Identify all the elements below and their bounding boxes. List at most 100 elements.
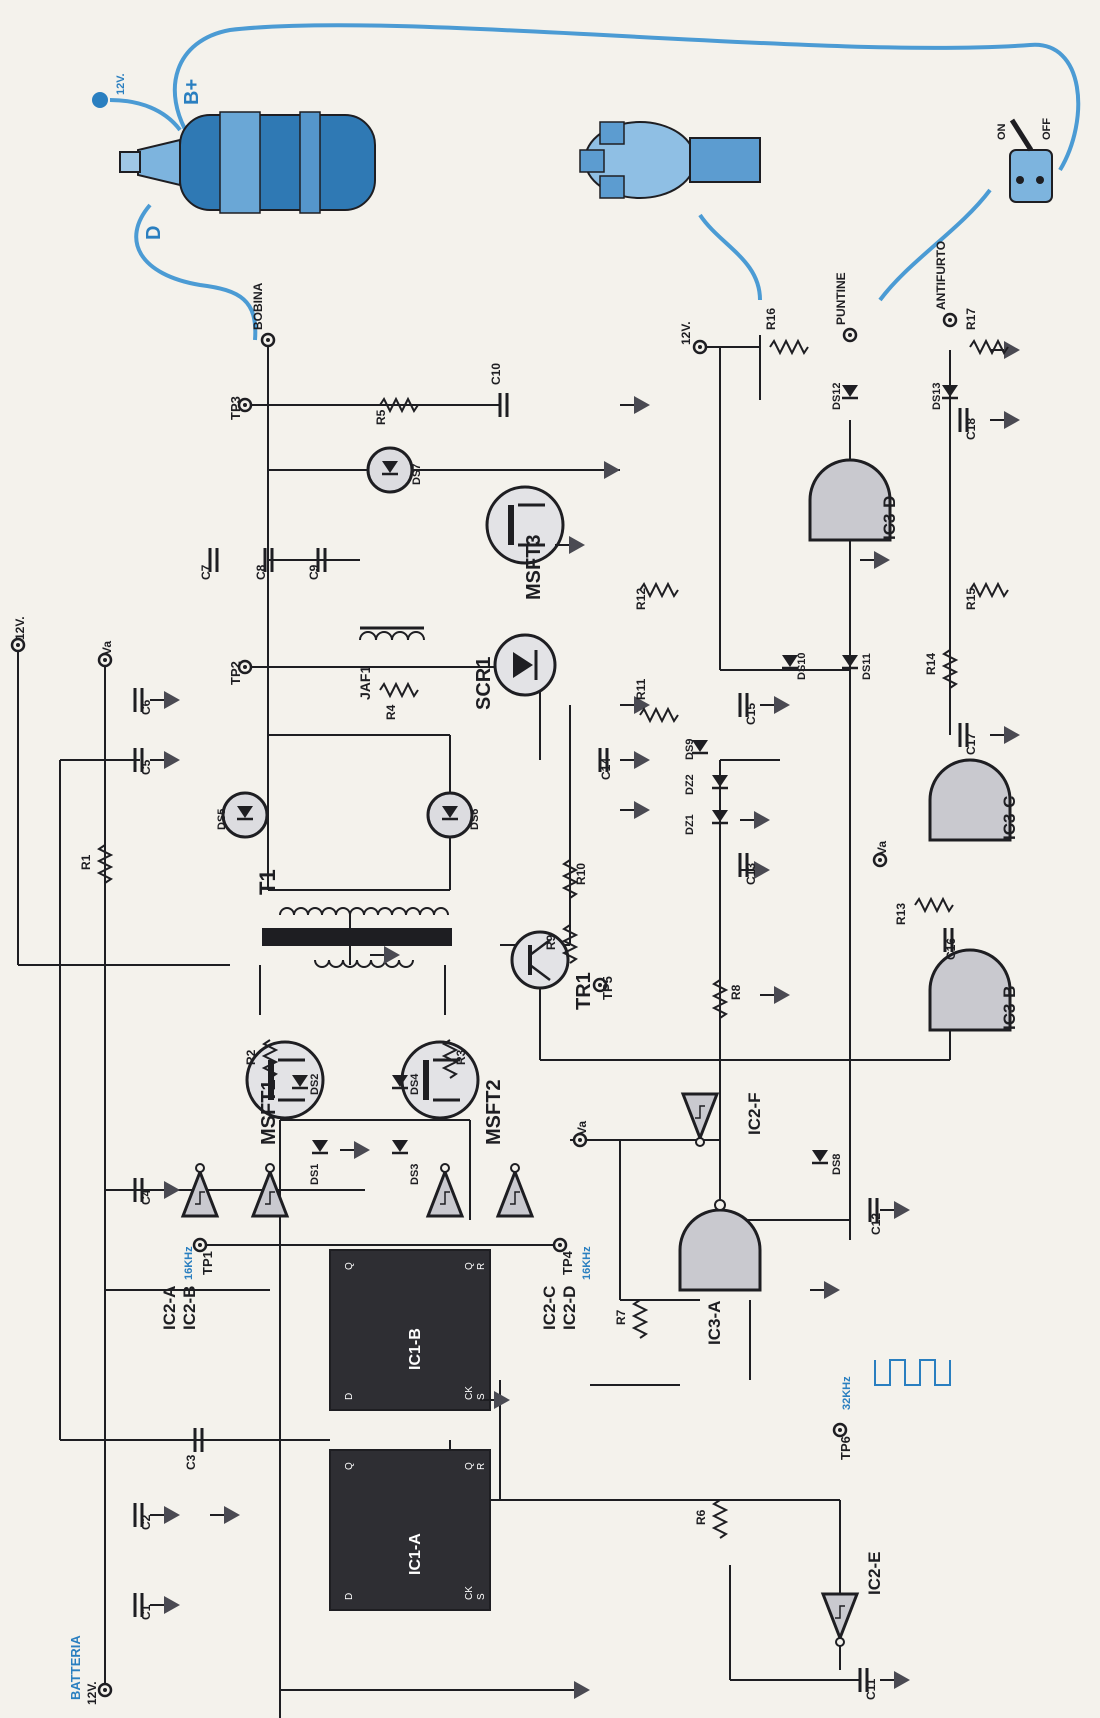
svg-text:CK: CK bbox=[464, 1586, 475, 1600]
plus-12v-terminal-icon bbox=[92, 92, 108, 108]
r1-label: R1 bbox=[79, 854, 93, 870]
ic2e-label: IC2-E bbox=[865, 1552, 884, 1595]
component-labels: T1 SCR1 TR1 JAF1 MSFT1 MSFT2 MSFT3 C1 C2… bbox=[79, 308, 978, 1700]
mosfet-msft1 bbox=[245, 1040, 325, 1120]
ic3d-nand bbox=[808, 458, 892, 542]
ic1b-label: IC1-B bbox=[407, 1328, 424, 1370]
rectifier-diodes bbox=[221, 446, 474, 839]
ds1-label: DS1 bbox=[309, 1164, 321, 1185]
ic1a-label: IC1-A bbox=[407, 1533, 424, 1575]
scr1-label: SCR1 bbox=[473, 657, 495, 710]
msft3-label: MSFT3 bbox=[523, 534, 545, 600]
ignition-coil-icon bbox=[119, 111, 376, 214]
tp2-label: TP2 bbox=[228, 661, 243, 685]
inductor-jaf1 bbox=[340, 626, 450, 668]
c9-label: C9 bbox=[307, 564, 321, 580]
ic3b-label: IC3-B bbox=[1000, 986, 1019, 1030]
rail-12v-label: 12V. bbox=[13, 616, 27, 640]
svg-text:CK: CK bbox=[464, 1386, 475, 1400]
r7-label: R7 bbox=[614, 1309, 628, 1325]
ds5-label: DS5 bbox=[216, 809, 228, 830]
c8-label: C8 bbox=[254, 564, 268, 580]
ds2-label: DS2 bbox=[309, 1074, 321, 1095]
ds3-label: DS3 bbox=[409, 1164, 421, 1185]
tr1-label: TR1 bbox=[573, 972, 595, 1010]
r3-label: R3 bbox=[454, 1049, 468, 1065]
coil-bplus-label: B+ bbox=[181, 79, 203, 105]
c12-label: C12 bbox=[869, 1213, 883, 1235]
tp1-freq-label: 16KHz bbox=[183, 1246, 195, 1280]
c17-label: C17 bbox=[964, 733, 978, 755]
ic3c-va-label: Va bbox=[875, 841, 889, 855]
bobina-label: BOBINA bbox=[251, 282, 265, 330]
c1-label: C1 bbox=[139, 1604, 153, 1620]
c15-label: C15 bbox=[744, 703, 758, 725]
coil-d-label: D bbox=[143, 226, 165, 240]
ic2d-label: IC2-D bbox=[560, 1286, 579, 1330]
ic2e-inverter bbox=[821, 1592, 859, 1648]
ic3c-nand bbox=[928, 758, 1012, 842]
puntine-label: PUNTINE bbox=[834, 272, 848, 325]
ic2f-inverter bbox=[681, 1092, 719, 1148]
dz2-label: DZ2 bbox=[684, 774, 696, 795]
c18-label: C18 bbox=[964, 418, 978, 440]
c5-label: C5 bbox=[139, 759, 153, 775]
ic1a-flipflop bbox=[329, 1449, 491, 1611]
r11-label: R11 bbox=[634, 678, 648, 700]
ds4-label: DS4 bbox=[409, 1073, 421, 1095]
ic2c-inverter bbox=[426, 1162, 464, 1218]
ic3a-nand bbox=[678, 1199, 762, 1292]
tp6-freq-label: 32KHz bbox=[841, 1376, 853, 1410]
r14-label: R14 bbox=[924, 653, 938, 675]
ds8-label: DS8 bbox=[831, 1154, 843, 1175]
c13-label: C13 bbox=[744, 863, 758, 885]
c7-label: C7 bbox=[199, 564, 213, 580]
ic2f-label: IC2-F bbox=[745, 1093, 764, 1136]
ds10-label: DS10 bbox=[796, 652, 808, 680]
scr-scr1 bbox=[493, 633, 557, 697]
c3-label: C3 bbox=[184, 1454, 198, 1470]
ic2f-va-label: Va bbox=[575, 1121, 589, 1135]
jaf1-label: JAF1 bbox=[357, 666, 373, 700]
c6-label: C6 bbox=[139, 699, 153, 715]
capacitor-symbols bbox=[133, 391, 969, 1694]
c14-label: C14 bbox=[599, 758, 613, 780]
ic2b-label: IC2-B bbox=[180, 1286, 199, 1330]
svg-text:D: D bbox=[344, 1593, 355, 1600]
switch-on-label: ON bbox=[996, 123, 1008, 140]
tp6-label: TP6 bbox=[838, 1436, 853, 1460]
c11-label: C11 bbox=[864, 1678, 878, 1700]
ic3a-label: IC3-A bbox=[705, 1301, 724, 1345]
c4-label: C4 bbox=[139, 1189, 153, 1205]
msft1-label: MSFT1 bbox=[258, 1079, 280, 1145]
distributor-icon bbox=[579, 121, 761, 199]
ic2a-label: IC2-A bbox=[160, 1286, 179, 1330]
supply-labels: BATTERIA 12V. 12V. Va Va Va 12V. 12V. B+… bbox=[13, 73, 889, 1705]
tp1-label: TP1 bbox=[200, 1251, 215, 1275]
svg-text:R: R bbox=[476, 1463, 487, 1470]
r13-label: R13 bbox=[894, 903, 908, 925]
r2-label: R2 bbox=[244, 1049, 258, 1065]
ic2c-label: IC2-C bbox=[540, 1286, 559, 1330]
svg-text:Q: Q bbox=[464, 1462, 475, 1470]
c2-label: C2 bbox=[139, 1514, 153, 1530]
transformer-t1 bbox=[262, 907, 452, 968]
tp4-freq-label: 16KHz bbox=[581, 1246, 593, 1280]
rail-va-label: Va bbox=[100, 641, 114, 655]
r6-label: R6 bbox=[694, 1509, 708, 1525]
ds6-label: DS6 bbox=[469, 809, 481, 830]
svg-text:R: R bbox=[476, 1263, 487, 1270]
ds12-label: DS12 bbox=[831, 382, 843, 410]
logic-12v-label: 12V. bbox=[679, 321, 693, 345]
ds9-label: DS9 bbox=[684, 739, 696, 760]
toggle-switch-icon bbox=[1009, 118, 1053, 203]
ic-labels: IC1-A IC1-B IC2-A IC2-B IC2-C IC2-D IC2-… bbox=[160, 496, 1019, 1595]
ic1b-flipflop bbox=[329, 1249, 491, 1411]
blue-wires bbox=[109, 23, 1081, 341]
r8-label: R8 bbox=[729, 984, 743, 1000]
antifurto-label: ANTIFURTO bbox=[934, 241, 948, 310]
c10-label: C10 bbox=[489, 363, 503, 385]
coil-12v-label: 12V. bbox=[115, 73, 127, 95]
transistor-tr1 bbox=[510, 930, 570, 990]
